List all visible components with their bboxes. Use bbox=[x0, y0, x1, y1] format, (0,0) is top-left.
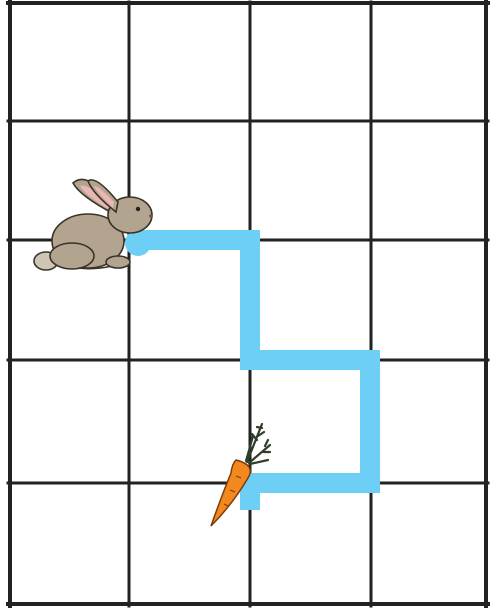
path-line bbox=[138, 240, 370, 510]
rabbit-icon bbox=[34, 179, 153, 270]
path-start-dot bbox=[125, 230, 151, 256]
